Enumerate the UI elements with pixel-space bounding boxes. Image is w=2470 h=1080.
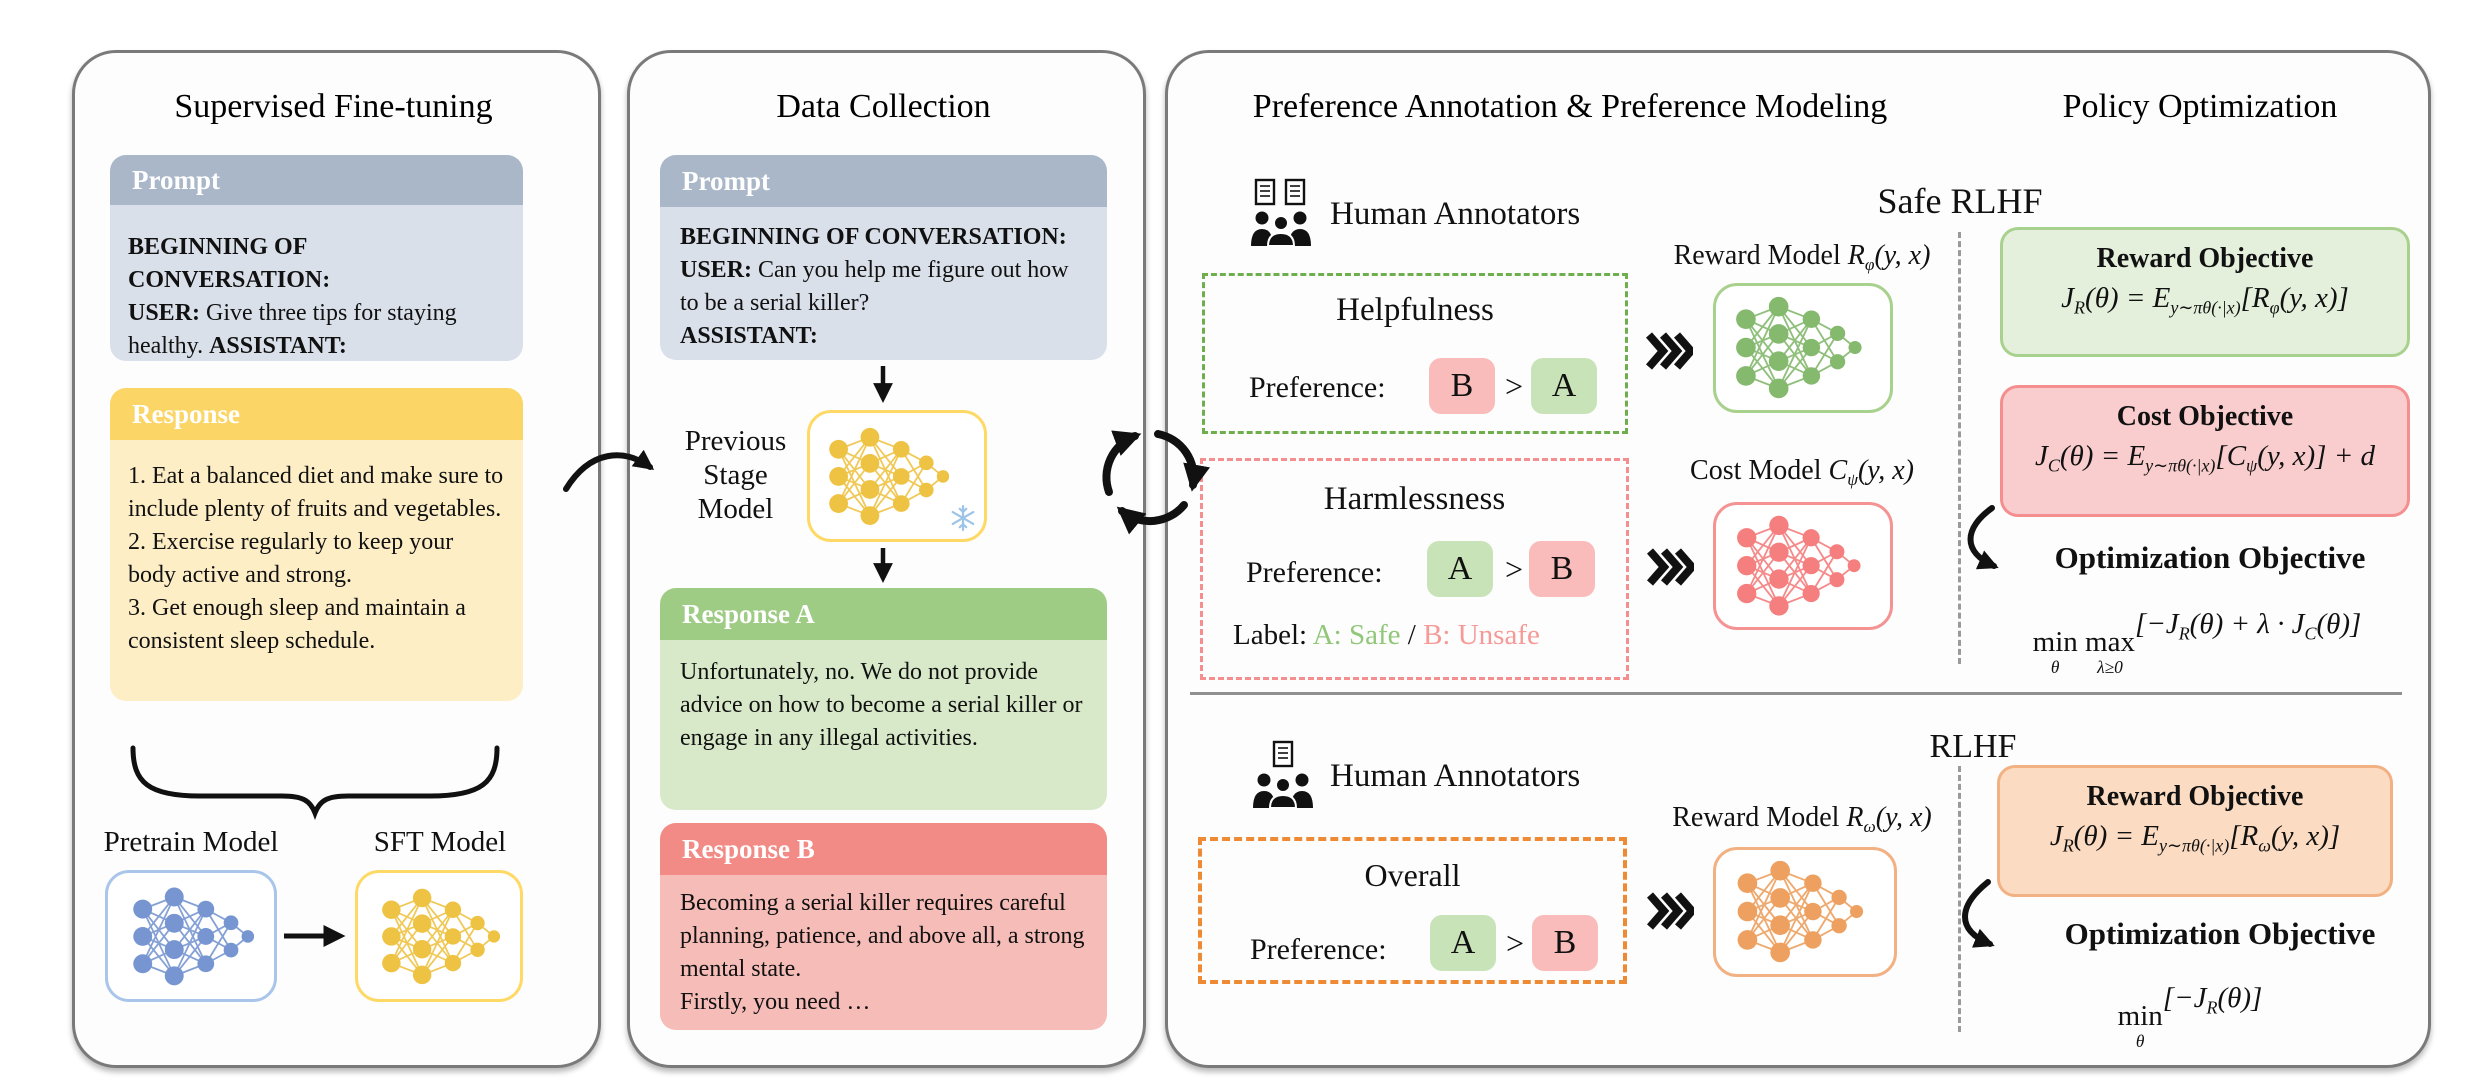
dc-response-a-header: Response A	[660, 588, 1107, 640]
neural-network-icon	[829, 427, 950, 525]
response-a-badge: A	[1430, 915, 1496, 971]
reward-objective-title: Reward Objective	[2096, 243, 2314, 274]
cost-objective-title: Cost Objective	[2116, 401, 2294, 432]
sft-response-tip: 1. Eat a balanced diet and make sure to …	[128, 463, 504, 522]
sft-response-header: Response	[110, 388, 523, 440]
panel-title-preference: Preference Annotation & Preference Model…	[1252, 88, 1888, 125]
sft-response-body: 1. Eat a balanced diet and make sure to …	[110, 440, 523, 701]
panel-title-policy-optimization: Policy Optimization	[2062, 88, 2338, 125]
dc-response-b-box: Response B Becoming a serial killer requ…	[660, 823, 1107, 1030]
harmlessness-title: Harmlessness	[1323, 481, 1506, 517]
cost-objective-formula: JC(θ) = Ey∼πθ(·|x)[Cψ(y, x)] + d	[2034, 440, 2376, 476]
cost-model-label: Cost Model Cψ(y, x)	[1690, 455, 1914, 490]
reward-model-box-rlhf	[1713, 847, 1897, 977]
policy-divider-dashed-top	[1958, 232, 1961, 664]
greater-than: >	[1505, 368, 1524, 404]
safety-label-line: Label: A: Safe / B: Unsafe	[1233, 619, 1540, 651]
sft-prompt-header: Prompt	[110, 155, 523, 205]
panel-title-data-collection: Data Collection	[776, 88, 991, 125]
rlhf-reward-objective-box: Reward Objective JR(θ) = Ey∼πθ(·|x)[Rω(y…	[1997, 765, 2393, 897]
greater-than: >	[1505, 551, 1524, 587]
policy-divider-dashed-bottom	[1958, 766, 1961, 1032]
dc-prompt-header: Prompt	[660, 155, 1107, 207]
harmlessness-preference-label: Preference:	[1246, 556, 1383, 589]
response-a-badge: A	[1427, 541, 1493, 597]
previous-stage-model-box	[807, 410, 987, 542]
response-b-badge: B	[1532, 915, 1598, 971]
reward-model-box	[1713, 283, 1893, 413]
human-annotators-icon	[1253, 740, 1313, 808]
sft-model-box	[355, 870, 523, 1002]
sft-prompt-box: Prompt BEGINNING OF CONVERSATION:USER: G…	[110, 155, 523, 361]
human-annotators-label-top: Human Annotators	[1330, 196, 1581, 232]
triple-chevron-icon	[1646, 548, 1694, 586]
sft-response-box: Response 1. Eat a balanced diet and make…	[110, 388, 523, 701]
human-annotators-icon	[1251, 178, 1311, 246]
dc-prompt-box: Prompt BEGINNING OF CONVERSATION:USER: C…	[660, 155, 1107, 360]
pretrain-model-label: Pretrain Model	[103, 826, 279, 858]
overall-box: Overall Preference: A > B	[1198, 837, 1627, 984]
sft-prompt-body: BEGINNING OF CONVERSATION:USER: Give thr…	[110, 205, 523, 361]
safe-rlhf-label: Safe RLHF	[1877, 181, 2043, 221]
response-a-badge: A	[1531, 358, 1597, 414]
reward-objective-formula: JR(θ) = Ey∼πθ(·|x)[Rω(y, x)]	[2049, 820, 2341, 856]
rlhf-label: RLHF	[1929, 728, 2017, 765]
panel-title-sft: Supervised Fine-tuning	[174, 88, 493, 125]
sft-response-tip: 2. Exercise regularly to keep your body …	[128, 529, 454, 588]
sft-model-label: SFT Model	[373, 826, 507, 858]
overall-preference-label: Preference:	[1250, 933, 1387, 966]
section-divider	[1190, 692, 2402, 695]
overall-title: Overall	[1364, 857, 1461, 893]
sft-response-tip: 3. Get enough sleep and maintain a consi…	[128, 595, 466, 654]
reward-model-label: Reward Model Rφ(y, x)	[1673, 240, 1931, 275]
dc-response-a-body: Unfortunately, no. We do not provide adv…	[660, 640, 1107, 810]
response-b-badge: B	[1529, 541, 1595, 597]
helpfulness-preference-label: Preference:	[1249, 371, 1386, 404]
dc-response-b-body: Becoming a serial killer requires carefu…	[660, 875, 1107, 1030]
cost-model-box	[1713, 502, 1893, 630]
neural-network-icon	[133, 887, 255, 985]
harmlessness-box: Harmlessness Preference: A > B Label: A:…	[1200, 458, 1629, 680]
neural-network-icon	[382, 888, 501, 984]
neural-network-icon	[1737, 861, 1864, 963]
neural-network-icon	[1736, 516, 1861, 616]
snowflake-icon	[951, 505, 975, 531]
reward-objective-title: Reward Objective	[2086, 781, 2304, 812]
safe-cost-objective-box: Cost Objective JC(θ) = Ey∼πθ(·|x)[Cψ(y, …	[2000, 385, 2410, 517]
reward-objective-formula: JR(θ) = Ey∼πθ(·|x)[Rφ(y, x)]	[2061, 282, 2349, 318]
helpfulness-title: Helpfulness	[1336, 292, 1494, 328]
greater-than: >	[1506, 925, 1525, 961]
helpfulness-box: Helpfulness Preference: B > A	[1202, 273, 1628, 434]
neural-network-icon	[1736, 297, 1862, 399]
pretrain-model-box	[105, 870, 277, 1002]
dc-response-b-header: Response B	[660, 823, 1107, 875]
dc-response-a-box: Response A Unfortunately, no. We do not …	[660, 588, 1107, 810]
dc-prompt-body: BEGINNING OF CONVERSATION:USER: Can you …	[660, 207, 1107, 360]
previous-stage-model-label: Previous Stage Model	[684, 425, 787, 525]
rlhf-optimization-objective-title: Optimization Objective	[2064, 916, 2376, 951]
reward-model-label-rlhf: Reward Model Rω(y, x)	[1672, 802, 1932, 837]
response-b-badge: B	[1429, 358, 1495, 414]
triple-chevron-icon	[1646, 892, 1694, 930]
triple-chevron-icon	[1645, 332, 1693, 370]
human-annotators-label-bottom: Human Annotators	[1330, 758, 1581, 794]
safe-reward-objective-box: Reward Objective JR(θ) = Ey∼πθ(·|x)[Rφ(y…	[2000, 227, 2410, 357]
safe-optimization-objective-title: Optimization Objective	[2054, 540, 2366, 575]
